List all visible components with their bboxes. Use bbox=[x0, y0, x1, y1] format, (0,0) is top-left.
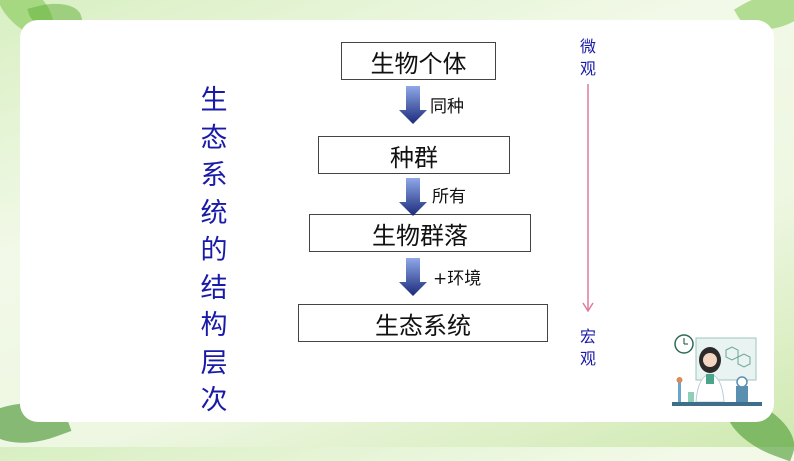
level-box-ecosystem: 生态系统 bbox=[298, 304, 548, 342]
level-box-population: 种群 bbox=[318, 136, 510, 174]
scientist-illustration bbox=[672, 334, 762, 406]
down-arrow-icon bbox=[399, 86, 427, 124]
arrow-label-plus-environment: +环境 bbox=[433, 269, 482, 289]
down-arrow-icon bbox=[399, 258, 427, 296]
scale-arrow-icon bbox=[582, 84, 594, 313]
vertical-title: 生态系统的结构层次 bbox=[200, 85, 228, 416]
arrow-label-same-species: 同种 bbox=[430, 97, 464, 117]
level-box-individual: 生物个体 bbox=[341, 42, 496, 80]
scale-label-micro: 微观 bbox=[579, 37, 596, 78]
level-box-community: 生物群落 bbox=[309, 214, 531, 252]
arrow-label-all: 所有 bbox=[432, 187, 466, 207]
scale-label-macro: 宏观 bbox=[579, 327, 596, 368]
down-arrow-icon bbox=[399, 178, 427, 216]
